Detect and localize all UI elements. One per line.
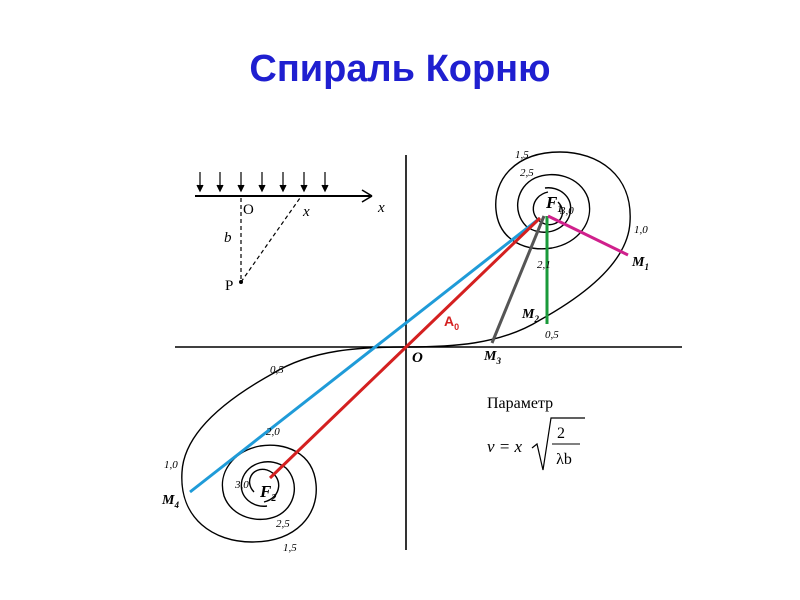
point-M3-label: M3 bbox=[483, 349, 501, 366]
parameter-formula: Параметр v = x 2 λb bbox=[487, 395, 585, 471]
curve-label: 1,0 bbox=[164, 459, 178, 471]
curve-label: 0,5 bbox=[270, 364, 284, 376]
point-P bbox=[239, 280, 243, 284]
point-A0-label: A0 bbox=[444, 313, 459, 332]
point-F1-label: F1 bbox=[545, 193, 562, 215]
formula-lhs: v = x bbox=[487, 437, 523, 456]
magenta-chord-M1-F1 bbox=[547, 214, 629, 257]
point-M4-label: M4 bbox=[161, 493, 179, 510]
curve-label: 2,5 bbox=[276, 518, 290, 530]
spiral-lower-branch bbox=[181, 346, 407, 543]
curve-label: 3,0 bbox=[559, 205, 574, 217]
curve-label: 1,5 bbox=[515, 149, 529, 161]
formula-denominator: λb bbox=[556, 451, 572, 468]
inset-geometry: O x x b P bbox=[195, 172, 385, 294]
red-chord-F2-F1 bbox=[268, 216, 542, 480]
spiral-upper-inner bbox=[532, 191, 563, 226]
formula-caption: Параметр bbox=[487, 395, 553, 412]
radical-sign bbox=[531, 417, 585, 471]
inset-diagonal bbox=[240, 197, 301, 283]
curve-label: 1,0 bbox=[634, 224, 648, 236]
inset-axis-label-x: x bbox=[377, 200, 385, 216]
inset-label-P: P bbox=[225, 278, 233, 294]
curve-label: 3,0 bbox=[234, 479, 249, 491]
slide-title: Спираль Корню bbox=[249, 48, 551, 90]
point-F2-label: F2 bbox=[259, 482, 276, 504]
spiral-upper-branch bbox=[405, 151, 631, 348]
spiral-curve bbox=[181, 151, 631, 543]
inset-label-x: x bbox=[302, 204, 310, 220]
formula-numerator: 2 bbox=[557, 425, 565, 442]
curve-label: 0,5 bbox=[545, 329, 559, 341]
curve-label: 2,5 bbox=[520, 167, 534, 179]
gray-chord-M3-F1 bbox=[490, 215, 546, 344]
curve-label: 2,1 bbox=[537, 259, 551, 271]
curve-label: 1,5 bbox=[283, 542, 297, 554]
inset-label-O: O bbox=[243, 202, 254, 218]
inset-label-b: b bbox=[224, 230, 232, 246]
spiral-lower-inner bbox=[249, 468, 280, 503]
point-M1-label: M1 bbox=[631, 255, 649, 272]
blue-chord-M4-F1 bbox=[189, 216, 541, 494]
point-M2-label: M2 bbox=[521, 307, 539, 324]
incident-rays bbox=[196, 172, 329, 193]
origin-label: O bbox=[412, 350, 423, 366]
curve-label: 2,0 bbox=[266, 426, 280, 438]
